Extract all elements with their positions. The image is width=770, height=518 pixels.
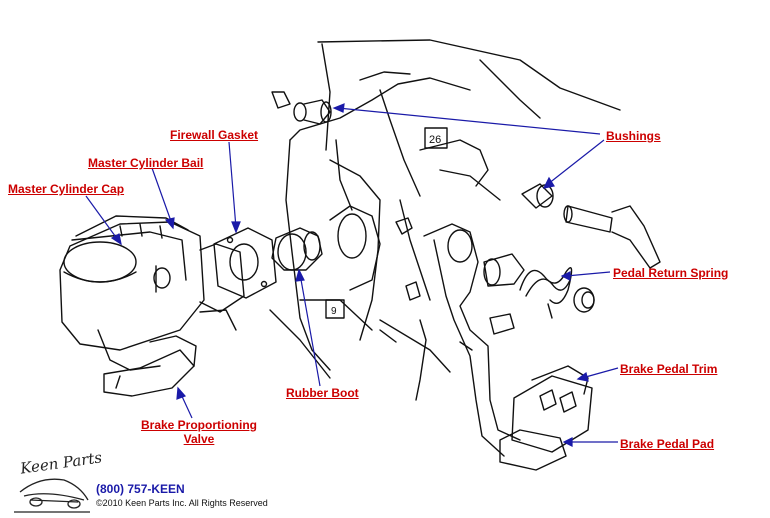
label-brake-pedal-pad[interactable]: Brake Pedal Pad <box>620 437 715 451</box>
label-rubber-boot[interactable]: Rubber Boot <box>286 386 359 400</box>
label-bushings[interactable]: Bushings <box>606 129 661 143</box>
firewall-panel: 26 9 <box>269 39 621 379</box>
pedal-arm-part <box>415 223 521 457</box>
pedal-bracket-part <box>329 205 421 343</box>
copyright-text: ©2010 Keen Parts Inc. All Rights Reserve… <box>96 498 268 508</box>
rubber-boot-part <box>271 227 323 271</box>
bushing-top-part <box>271 91 332 125</box>
firewall-gasket-part <box>213 227 277 299</box>
label-firewall-gasket[interactable]: Firewall Gasket <box>170 128 259 142</box>
svg-text:26: 26 <box>429 134 441 146</box>
label-brake-proportioning-valve[interactable]: Brake Proportioning Valve <box>140 418 258 446</box>
label-master-cylinder-bail[interactable]: Master Cylinder Bail <box>88 156 204 170</box>
label-brake-proportioning-line2: Valve <box>183 432 215 446</box>
leader-lines <box>85 103 619 447</box>
pivot-shaft-part <box>521 183 661 269</box>
master-cylinder-part <box>59 215 245 397</box>
bushing-middle-part <box>483 253 525 287</box>
svg-text:9: 9 <box>331 306 337 317</box>
phone-number[interactable]: (800) 757-KEEN <box>96 482 185 496</box>
label-brake-proportioning-line1: Brake Proportioning <box>140 418 257 432</box>
keen-parts-logo <box>14 478 90 513</box>
label-brake-pedal-trim[interactable]: Brake Pedal Trim <box>620 362 718 376</box>
label-pedal-return-spring[interactable]: Pedal Return Spring <box>613 266 729 280</box>
label-master-cylinder-cap[interactable]: Master Cylinder Cap <box>8 182 125 196</box>
pedal-pad-part <box>499 365 593 471</box>
return-spring-part <box>519 267 595 319</box>
